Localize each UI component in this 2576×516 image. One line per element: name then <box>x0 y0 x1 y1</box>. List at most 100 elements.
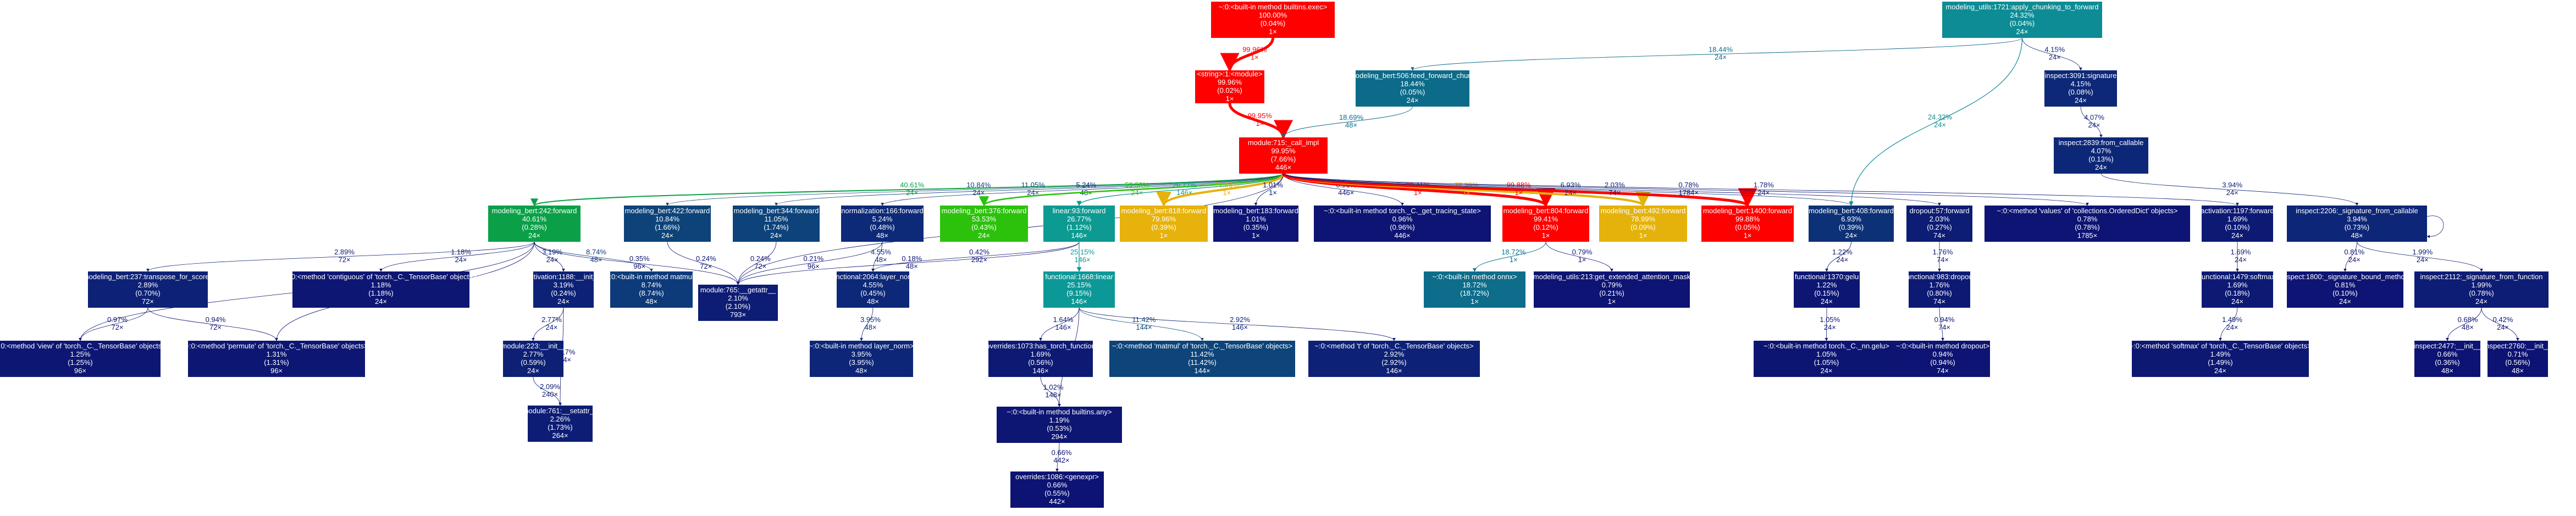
function-node-permute-method[interactable]: ~:0:<method 'permute' of 'torch._C._Tens… <box>185 341 368 377</box>
function-node-bert-422[interactable]: modeling_bert:422:forward10.84%(1.66%)24… <box>624 206 711 242</box>
function-node-inspect-2760[interactable]: inspect:2760:__init__0.71%(0.56%)48× <box>2484 341 2552 377</box>
function-node-inspect-2112[interactable]: inspect:2112:_signature_from_function1.9… <box>2414 271 2549 308</box>
edge-calls-label: 24× <box>1757 188 1770 197</box>
node-self-percent: (0.10%) <box>2332 289 2358 297</box>
node-total-percent: 1.05% <box>1816 350 1837 358</box>
edge-line <box>1283 173 1853 206</box>
node-box <box>1809 206 1894 242</box>
edge-percent-label: 1.78% <box>1754 181 1774 189</box>
edge-line <box>667 241 740 285</box>
function-node-bert-242[interactable]: modeling_bert:242:forward40.61%(0.28%)24… <box>488 206 581 242</box>
node-total-percent: 99.96% <box>1218 78 1242 86</box>
function-node-t-method[interactable]: ~:0:<method 't' of 'torch._C._TensorBase… <box>1308 341 1480 377</box>
node-self-percent: (0.27%) <box>1927 223 1952 231</box>
node-total-percent: 0.94% <box>1933 350 1953 358</box>
function-node-func-2064[interactable]: functional:2064:layer_norm4.55%(0.45%)48… <box>830 271 916 308</box>
function-node-get-tracing[interactable]: ~:0:<built-in method torch._C._get_traci… <box>1314 206 1491 242</box>
node-box <box>2054 137 2148 174</box>
function-node-module-761[interactable]: module:761:__setattr__2.26%(1.73%)264× <box>523 406 598 442</box>
call-edge: 99.88%1× <box>1282 172 1757 208</box>
function-node-inspect-2477[interactable]: inspect:2477:__init__0.66%(0.36%)48× <box>2414 341 2482 377</box>
edge-percent-label: 0.66% <box>1052 448 1072 457</box>
function-node-module-765[interactable]: module:765:__getattr__2.10%(2.10%)793× <box>698 285 778 321</box>
node-function-label: overrides:1086:<genexpr> <box>1015 473 1099 481</box>
call-edge: 3.19%24× <box>534 241 565 272</box>
call-edge: 79.96%1× <box>1156 173 1285 207</box>
function-node-ext-attn-mask[interactable]: modeling_utils:213:get_extended_attentio… <box>1533 271 1691 308</box>
edge-calls-label: 48× <box>2462 323 2474 331</box>
edge-percent-label: 6.93% <box>1561 181 1581 189</box>
call-edge: 3.94%24× <box>2100 173 2359 206</box>
node-call-count: 24× <box>2075 96 2087 104</box>
function-node-bert-344[interactable]: modeling_bert:344:forward11.05%(1.74%)24… <box>733 206 820 242</box>
function-node-apply-chunking[interactable]: modeling_utils:1721:apply_chunking_to_fo… <box>1942 2 2102 38</box>
node-call-count: 264× <box>552 431 568 440</box>
function-node-inspect-1800[interactable]: inspect:1800:_signature_bound_method0.81… <box>2281 271 2409 308</box>
function-node-act-1188[interactable]: activation:1188:__init__3.19%(0.24%)24× <box>526 271 601 308</box>
edge-percent-label: 0.68% <box>2458 315 2478 324</box>
call-edge: 99.95%1× <box>1228 103 1293 140</box>
node-function-label: ~:0:<built-in method builtins.any> <box>1007 408 1112 416</box>
function-node-builtins-exec[interactable]: ~:0:<built-in method builtins.exec>100.0… <box>1211 2 1335 38</box>
edge-percent-label: 18.44% <box>1709 46 1733 54</box>
edge-percent-label: 99.95% <box>1248 112 1273 120</box>
edge-line <box>1411 37 2022 71</box>
node-function-label: activation:1197:forward <box>2201 207 2274 215</box>
node-self-percent: (0.18%) <box>2225 289 2250 297</box>
function-node-bert-376[interactable]: modeling_bert:376:forward53.53%(0.43%)24… <box>940 206 1028 242</box>
call-edge: 8.74%48× <box>534 241 653 272</box>
function-node-onnx-funcs[interactable]: ~:0:<built-in method onnx>18.72%(18.72%)… <box>1424 271 1525 308</box>
node-call-count: 1× <box>1269 27 1277 36</box>
function-node-torch-matmul[interactable]: ~:0:<built-in method matmul>8.74%(8.74%)… <box>605 271 698 308</box>
edges-layer: 99.96%1×99.95%1×18.44%24×4.15%24×4.07%24… <box>79 37 2519 472</box>
function-node-inspect-2206[interactable]: inspect:2206:_signature_from_callable3.9… <box>2287 206 2427 242</box>
function-node-string-module[interactable]: <string>:1:<module>99.96%(0.02%)1× <box>1195 70 1264 103</box>
function-node-bert-237[interactable]: modeling_bert:237:transpose_for_scores2.… <box>83 271 213 308</box>
edge-calls-label: 24× <box>2417 256 2429 264</box>
function-node-overrides-1086[interactable]: overrides:1086:<genexpr>0.66%(0.55%)442× <box>1010 471 1104 508</box>
function-node-module-223[interactable]: module:223:__init__2.77%(0.59%)24× <box>501 341 566 377</box>
call-edge: 40.61%24× <box>530 173 1284 207</box>
function-node-softmax-method[interactable]: ~:0:<method 'softmax' of 'torch._C._Tens… <box>2129 341 2312 377</box>
node-call-count: 24× <box>1845 231 1857 240</box>
function-node-view-method[interactable]: ~:0:<method 'view' of 'torch._C._TensorB… <box>0 341 166 377</box>
node-box <box>1314 206 1491 242</box>
function-node-bert-1400[interactable]: modeling_bert:1400:forward99.88%(0.05%)1… <box>1701 206 1794 242</box>
call-edge: 0.35%96× <box>534 241 740 285</box>
function-node-inspect-2839[interactable]: inspect:2839:from_callable4.07%(0.13%)24… <box>2054 137 2148 174</box>
node-function-label: functional:1370:gelu <box>1795 273 1859 281</box>
function-node-dropout-builtin[interactable]: ~:0:<built-in method dropout>0.94%(0.94%… <box>1895 341 1990 377</box>
function-node-matmul-method[interactable]: ~:0:<method 'matmul' of 'torch._C._Tenso… <box>1109 341 1295 377</box>
function-node-overrides-1073[interactable]: overrides:1073:has_torch_function1.69%(0… <box>986 341 1096 377</box>
edge-percent-label: 0.35% <box>629 254 650 263</box>
function-node-ordered-values[interactable]: ~:0:<method 'values' of 'collections.Ord… <box>1984 206 2190 242</box>
edge-line <box>1079 307 1396 341</box>
node-function-label: ~:0:<built-in method builtins.exec> <box>1219 3 1328 11</box>
edge-line <box>2481 307 2519 341</box>
function-node-builtins-any[interactable]: ~:0:<built-in method builtins.any>1.19%(… <box>997 407 1122 443</box>
function-node-feed-forward-chunk[interactable]: modeling_bert:506:feed_forward_chunk18.4… <box>1350 70 1476 107</box>
function-node-gelu-builtin[interactable]: ~:0:<built-in method torch._C._nn.gelu>1… <box>1754 341 1899 377</box>
edge-percent-label: 0.42% <box>969 248 990 256</box>
node-self-percent: (0.35%) <box>1243 223 1269 231</box>
node-function-label: module:761:__setattr__ <box>523 407 598 415</box>
edge-calls-label: 24× <box>2226 323 2238 331</box>
function-node-layer-norm-builtin[interactable]: ~:0:<built-in method layer_norm>3.95%(3.… <box>809 341 914 377</box>
function-node-contiguous[interactable]: ~:0:<method 'contiguous' of 'torch._C._T… <box>285 271 477 308</box>
node-call-count: 48× <box>2351 231 2363 240</box>
